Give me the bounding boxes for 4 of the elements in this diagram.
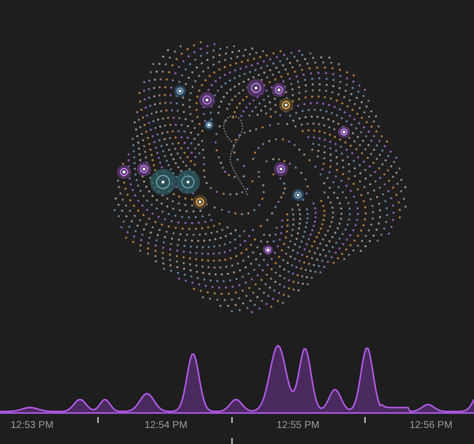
time-axis-label: 12:55 PM: [276, 420, 320, 431]
time-axis-label: 12:56 PM: [410, 420, 452, 431]
time-axis-label: 12:53 PM: [10, 420, 54, 431]
time-axis-label: 12:54 PM: [144, 420, 188, 431]
